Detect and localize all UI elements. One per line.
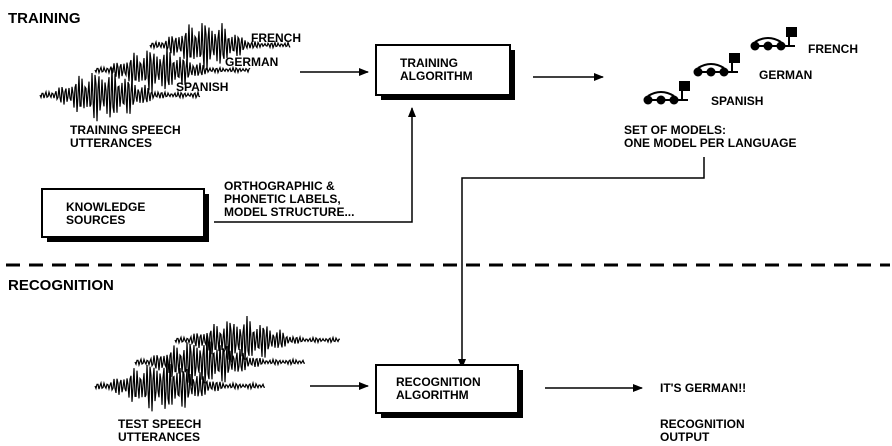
hmm-state: [656, 95, 666, 105]
hmm-link: [698, 62, 738, 73]
arrow-knowledge-to-training: [214, 107, 416, 223]
hmm-arc: [754, 37, 782, 43]
hmm-state: [719, 67, 729, 77]
hmm-head: [786, 27, 797, 37]
training-lang-german: GERMAN: [225, 55, 278, 69]
test-waveform-1: [174, 315, 340, 363]
models-caption-line1: SET OF MODELS:: [624, 123, 726, 137]
test-waveform-2: [134, 335, 305, 386]
test-waveform-3: [94, 357, 266, 412]
hmm-link: [755, 36, 795, 47]
training-algorithm-box: [375, 44, 511, 96]
hmm-arc: [647, 91, 675, 97]
training-caption-line1: TRAINING SPEECH: [70, 123, 181, 137]
recognition-section-title: RECOGNITION: [8, 277, 114, 294]
output-caption-line2: OUTPUT: [660, 430, 710, 444]
knowledge-sources-box: [41, 188, 205, 238]
test-caption-line1: TEST SPEECH: [118, 417, 201, 431]
knowledge-caption-line3: MODEL STRUCTURE...: [224, 205, 354, 219]
test-waveforms: [94, 315, 340, 412]
waveform-spanish: [39, 67, 201, 122]
training-lang-french: FRENCH: [251, 31, 301, 45]
hmm-model-german: [693, 53, 740, 77]
hmm-state: [706, 67, 716, 77]
test-caption-line2: UTTERANCES: [118, 430, 200, 444]
knowledge-box-line1: KNOWLEDGE: [66, 200, 145, 214]
waveform-german: [94, 46, 251, 93]
recognition-algorithm-box: [375, 364, 519, 414]
hmm-state: [763, 41, 773, 51]
model-lang-french: FRENCH: [808, 42, 858, 56]
training-section-title: TRAINING: [8, 10, 81, 27]
training-caption-line2: UTTERANCES: [70, 136, 152, 150]
knowledge-caption-line2: PHONETIC LABELS,: [224, 192, 341, 206]
hmm-arc: [697, 63, 725, 69]
arrow-models-to-recognition: [458, 157, 705, 369]
hmm-state: [643, 95, 653, 105]
training-lang-spanish: SPANISH: [176, 80, 228, 94]
model-lang-spanish: SPANISH: [711, 94, 763, 108]
waveform-french: [149, 23, 291, 71]
hmm-head: [679, 81, 690, 91]
recognition-box-line2: ALGORITHM: [396, 388, 469, 402]
hmm-state: [669, 95, 679, 105]
training-box-line2: ALGORITHM: [400, 69, 473, 83]
hmm-state: [750, 41, 760, 51]
hmm-state: [693, 67, 703, 77]
hmm-state: [776, 41, 786, 51]
output-result: IT'S GERMAN!!: [660, 381, 746, 395]
hmm-model-spanish: [643, 81, 690, 105]
output-caption-line1: RECOGNITION: [660, 417, 745, 431]
hmm-head: [729, 53, 740, 63]
recognition-box-line1: RECOGNITION: [396, 375, 481, 389]
knowledge-caption-line1: ORTHOGRAPHIC &: [224, 179, 335, 193]
training-box-line1: TRAINING: [400, 56, 458, 70]
hmm-model-french: [750, 27, 797, 51]
hmm-link: [648, 90, 688, 101]
model-lang-german: GERMAN: [759, 68, 812, 82]
knowledge-box-line2: SOURCES: [66, 213, 125, 227]
training-waveforms: [39, 23, 291, 122]
models-caption-line2: ONE MODEL PER LANGUAGE: [624, 136, 796, 150]
